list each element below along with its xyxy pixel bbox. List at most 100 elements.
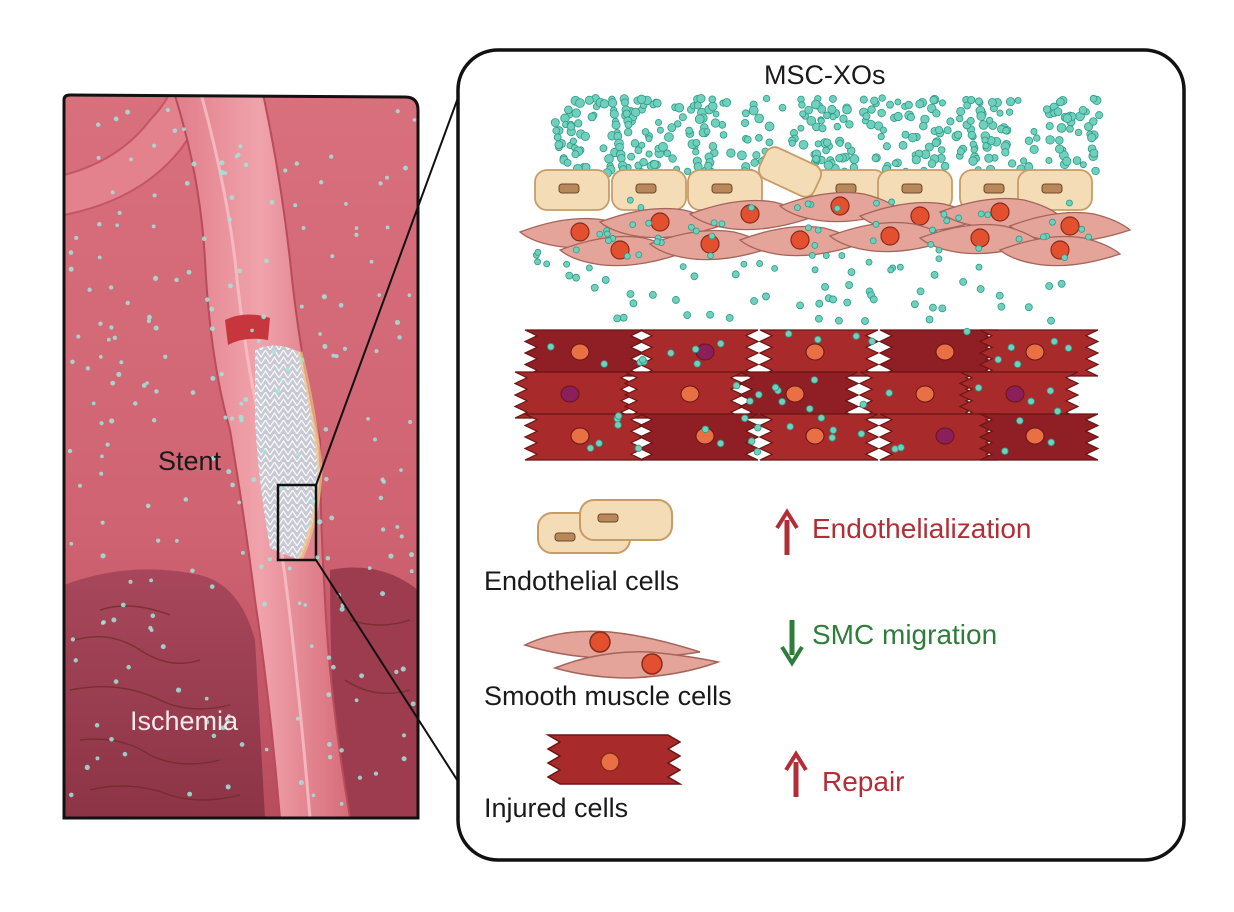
exosome-particle	[552, 126, 561, 135]
exosome-particle	[609, 109, 619, 119]
exosome-particle	[111, 617, 117, 623]
exosome-particle	[701, 425, 710, 433]
exosome-particle	[808, 251, 816, 259]
exosome-particle	[229, 195, 235, 201]
exosome-particle	[378, 181, 383, 186]
exosome-particle	[755, 134, 763, 142]
zoom-line-bottom	[315, 559, 471, 801]
exosome-particle	[814, 335, 822, 344]
exosome-particle	[99, 421, 104, 426]
exosome-particle	[799, 110, 807, 118]
exosome-particle	[329, 515, 335, 521]
exosome-particle	[882, 142, 891, 151]
exosome-particle	[641, 128, 650, 136]
exosome-particle	[995, 291, 1004, 300]
exosome-particle	[984, 211, 992, 219]
exosome-particle	[692, 138, 701, 147]
cell-nucleus	[1060, 216, 1080, 236]
exosome-particle	[287, 566, 292, 571]
exosome-particle	[838, 252, 846, 259]
exosome-particle	[778, 398, 786, 406]
exosome-particle	[927, 159, 937, 168]
exosome-particle	[845, 281, 854, 289]
exosome-particle	[812, 155, 821, 163]
legend-injured-icon	[545, 734, 683, 785]
exosome-particle	[160, 644, 166, 650]
exosome-particle	[694, 114, 705, 125]
exosome-particle	[243, 162, 249, 168]
exosome-particle	[227, 217, 232, 222]
exosome-particle	[401, 756, 407, 762]
exosome-particle	[605, 237, 612, 244]
exosome-particle	[357, 775, 363, 780]
exosome-particle	[685, 126, 693, 135]
exosome-particle	[976, 285, 985, 293]
exosome-particle	[403, 165, 408, 171]
exosome-particle	[924, 142, 934, 152]
exosome-particle	[814, 314, 823, 323]
exosome-particle	[810, 376, 819, 384]
exosome-particle	[1039, 233, 1047, 241]
exosome-particle	[897, 443, 905, 452]
exosome-particle	[822, 146, 830, 155]
exosome-particle	[827, 104, 837, 114]
exosome-particle	[186, 269, 192, 275]
exosome-particle	[845, 120, 854, 129]
exosome-particle	[639, 356, 647, 364]
exosome-particle	[262, 601, 267, 607]
exosome-particle	[388, 553, 394, 559]
exosome-particle	[814, 140, 822, 148]
exosome-particle	[243, 397, 249, 402]
exosome-particle	[833, 204, 841, 212]
exosome-particle	[984, 153, 994, 163]
arrow-up-endothelialization	[775, 508, 799, 555]
cell-nucleus	[560, 385, 580, 403]
exosome-particle	[878, 94, 886, 102]
exosome-particle	[223, 415, 228, 420]
exosome-particle	[210, 375, 216, 381]
exosome-particle	[708, 95, 717, 104]
legend-repair-effect: Repair	[822, 766, 905, 797]
exosome-particle	[755, 390, 763, 399]
exosome-particle	[741, 109, 750, 118]
exosome-particle	[629, 299, 638, 308]
exosome-particle	[84, 764, 90, 770]
exosome-particle	[250, 328, 254, 333]
exosome-particle	[269, 199, 275, 205]
exosome-particle	[1055, 144, 1065, 154]
exosome-particle	[310, 498, 316, 504]
exosome-particle	[129, 157, 133, 162]
exosome-particle	[146, 318, 152, 324]
exosome-particle	[712, 110, 720, 118]
exosome-particle	[940, 210, 948, 218]
exosome-particle	[298, 780, 304, 786]
exosome-particle	[873, 199, 880, 207]
exosome-particle	[617, 154, 626, 163]
exosome-particle	[1006, 97, 1016, 107]
exosome-particle	[891, 159, 899, 167]
exosome-particle	[339, 748, 344, 753]
exosome-particle	[211, 455, 216, 461]
exosome-particle	[970, 146, 978, 154]
exosome-particle	[849, 154, 860, 165]
exosome-particle	[1029, 144, 1039, 155]
exosome-particle	[978, 120, 989, 130]
exosome-particle	[693, 360, 701, 368]
exosome-particle	[67, 448, 73, 454]
exosome-particle	[620, 98, 629, 107]
exosome-particle	[910, 300, 919, 309]
artery-opening	[170, 69, 260, 95]
exosome-particle	[227, 283, 233, 289]
exosome-particle	[128, 579, 133, 584]
exosome-particle	[634, 146, 643, 155]
exosome-particle	[968, 156, 978, 166]
exosome-particle	[280, 486, 284, 491]
exosome-particle	[565, 271, 574, 280]
exosome-particle	[105, 442, 110, 447]
exosome-particle	[1095, 111, 1104, 120]
exosome-particle	[829, 426, 837, 434]
exosome-particle	[601, 276, 610, 284]
exosome-particle	[322, 343, 328, 349]
cell-nucleus	[830, 196, 850, 216]
